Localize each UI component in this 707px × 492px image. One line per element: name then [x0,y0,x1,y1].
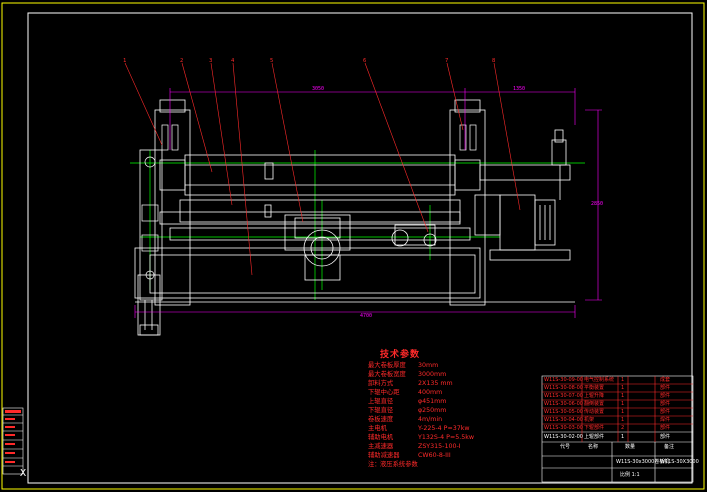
bom-name: 翻倒装置 [584,401,605,407]
machine-frame [134,99,575,336]
title-block-name: W11S-30x3000卷板机 [616,459,670,465]
lower-roll [159,199,471,251]
dim-bottom: 4700 [360,313,372,319]
bom-header-qty: 数量 [625,444,636,450]
dim-right-top: 1350 [513,86,525,92]
dimensions [134,88,602,318]
bom-std: 焊件 [660,417,671,423]
balloon-2: 2 [180,58,183,64]
bom-code: W11S-30-09-00 [544,377,583,383]
dim-side: 2850 [591,201,603,207]
title-block-drawing-no: W11S-30X3000 [660,459,699,465]
bom-qty: 1 [621,385,625,391]
bom-header-name: 名称 [588,444,599,450]
bom-std: 部件 [660,385,671,391]
bom-qty: 1 [621,377,625,383]
bom-qty: 1 [621,434,625,440]
leader-lines [124,62,521,276]
bom-name: 机架 [584,417,595,423]
tech-row: 注：液压系统参数 [368,461,418,468]
balloon-6: 6 [363,58,366,64]
part-balloons: 1 2 3 4 5 6 7 8 [123,58,495,64]
balloon-8: 8 [492,58,495,64]
bom-code: W11S-30-08-00 [544,385,583,391]
bom-qty: 1 [621,409,625,415]
bom-header-remark: 备注 [664,444,675,450]
center-lines [130,150,585,300]
bom-name: 上辊升降 [584,393,605,399]
bom-qty: 1 [621,393,625,399]
bom-code: W11S-30-02-00 [544,434,583,440]
bom-std: 部件 [660,409,671,415]
bom-code: W11S-30-05-00 [544,409,583,415]
bom-std: 部件 [660,393,671,399]
bom-std: 部件 [660,425,671,431]
side-brackets [141,124,477,280]
tech-title: 技术参数 [380,350,421,360]
dim-upper: 3050 [312,86,324,92]
main-motor [474,129,571,261]
bom-std: 部件 [660,401,671,407]
bom-code: W11S-30-07-00 [544,393,583,399]
bom-table-grid [541,375,694,483]
balloon-7: 7 [445,58,448,64]
bom-name: 上辊部件 [584,434,605,440]
main-reducer [303,229,437,281]
upper-roll [159,154,571,196]
drawing-frame [27,12,693,484]
bom-std: 部件 [660,434,671,440]
bom-name: 平衡装置 [584,385,605,391]
bom-std: 成套 [660,377,671,383]
bom-code: W11S-30-06-00 [544,401,583,407]
revision-column [2,407,24,475]
bom-qty: 2 [621,425,625,431]
bom-name: 传动装置 [584,409,605,415]
title-block-scale: 比例 1:1 [620,472,640,478]
bom-qty: 1 [621,401,625,407]
balloon-5: 5 [270,58,273,64]
ucs-axis-icon: X [20,468,27,479]
balloon-4: 4 [231,58,235,64]
bom-name: 下辊部件 [584,425,605,431]
bom-header-code: 代号 [560,444,571,450]
balloon-3: 3 [209,58,212,64]
bom-code: W11S-30-03-00 [544,425,583,431]
bom-name: 电气控制系统 [584,377,615,383]
balloon-1: 1 [123,58,126,64]
bom-code: W11S-30-04-00 [544,417,583,423]
bom-qty: 1 [621,417,625,423]
